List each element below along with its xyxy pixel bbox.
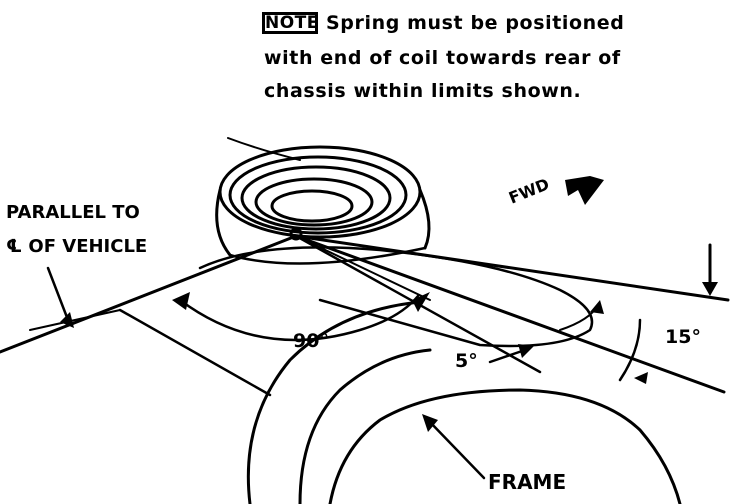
frame-outline — [298, 348, 432, 504]
parallel-label-line-2: ℄ OF VEHICLE — [6, 236, 148, 257]
angle-arc-90 — [178, 294, 420, 342]
coil-spring — [215, 145, 431, 265]
note-tag-box — [262, 12, 318, 34]
arrowhead — [422, 414, 438, 432]
arrowhead — [590, 300, 604, 314]
coil-end-line-lower — [294, 234, 726, 394]
background-curve — [29, 309, 121, 331]
angle-arc-15 — [618, 318, 642, 382]
angle-label-90: 90° — [293, 330, 329, 352]
parallel-label-line-1: PARALLEL TO — [6, 202, 140, 223]
arrowhead — [60, 312, 74, 328]
arrowhead — [172, 292, 190, 310]
note-tag: NOTE — [265, 13, 319, 33]
note-line-2: with end of coil towards rear of — [264, 47, 621, 69]
fwd-arrow-icon — [565, 176, 604, 205]
angle-label-15: 15° — [665, 326, 701, 348]
arrowhead — [702, 282, 718, 296]
frame-outline — [328, 388, 682, 504]
frame-outline — [246, 300, 422, 504]
frame-leader — [426, 418, 486, 480]
note-line-1: Spring must be positioned — [326, 12, 625, 34]
background-curve — [118, 308, 272, 397]
arrowhead — [634, 372, 648, 384]
note-line-3: chassis within limits shown. — [264, 80, 582, 102]
limit-line-inner — [295, 235, 431, 301]
arrowhead — [518, 344, 534, 358]
coil-end-point — [289, 227, 303, 241]
arrowhead — [412, 292, 430, 312]
parallel-reference-line — [0, 234, 298, 354]
parallel-leader — [46, 266, 70, 322]
spring-seat — [198, 246, 594, 348]
angle-label-5: 5° — [455, 350, 478, 372]
frame-label: FRAME — [488, 470, 567, 494]
five-degree-leader — [488, 348, 527, 364]
coil-end-line — [294, 234, 730, 302]
